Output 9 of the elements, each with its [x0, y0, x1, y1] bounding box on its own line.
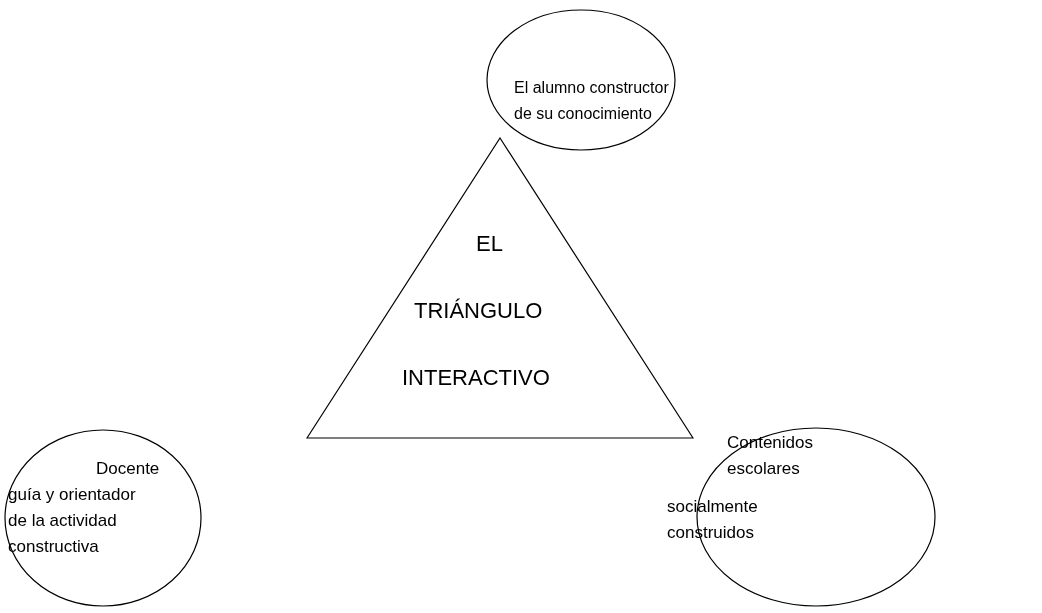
node-text: El alumno constructor de su conocimiento [514, 78, 670, 124]
ellipse-node [4, 429, 202, 607]
node-text: EL [476, 231, 504, 257]
triangle-node [306, 137, 694, 439]
ellipse-node [666, 427, 937, 607]
node-text: INTERACTIVO [402, 365, 551, 391]
ellipse-node [486, 9, 676, 151]
node-text: Docente [96, 458, 161, 480]
node-text: TRIÁNGULO [414, 298, 544, 324]
